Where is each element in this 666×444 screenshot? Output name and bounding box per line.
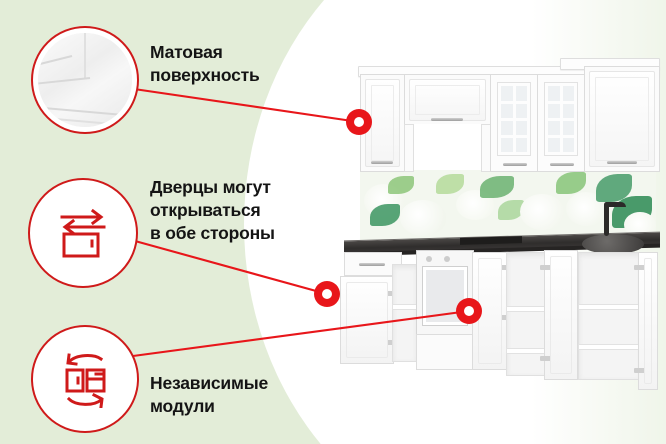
cabinet-handle xyxy=(550,163,574,166)
mullion-horizontal xyxy=(548,134,574,138)
base-cavity-sink xyxy=(578,252,642,380)
marker-base-cabinet-center[interactable] xyxy=(456,298,482,324)
leaf xyxy=(436,174,464,194)
door-swap-icon xyxy=(60,208,106,258)
mullion-horizontal xyxy=(501,117,527,121)
round-sink xyxy=(582,234,644,254)
upper-cabinet-wide xyxy=(584,66,660,172)
mullion-horizontal xyxy=(501,134,527,138)
independent-modules-icon xyxy=(65,353,106,408)
oven-knob xyxy=(426,256,432,262)
open-door-center-right xyxy=(540,250,578,380)
cabinet-edge-line xyxy=(84,33,86,79)
oven-knob xyxy=(444,256,450,262)
cabinet-handle xyxy=(431,118,463,121)
upper-cabinet-glass-left xyxy=(490,74,538,172)
drawer-handle xyxy=(359,263,385,266)
kitchen-set-photo xyxy=(336,52,660,404)
callout-bubble-independent-modules[interactable] xyxy=(31,325,139,433)
upper-cabinet-hood xyxy=(404,74,491,126)
door-hinge xyxy=(634,368,645,373)
glass-pane xyxy=(544,82,578,156)
built-in-oven xyxy=(416,250,474,336)
door-hinge xyxy=(540,356,551,361)
door-hinge xyxy=(540,265,551,270)
oven-housing xyxy=(416,334,474,370)
cabinet-panel-face xyxy=(409,79,486,121)
callout-label-doors-both-ways: Дверцы могут открываться в обе стороны xyxy=(150,177,275,243)
mullion-horizontal xyxy=(548,117,574,121)
mullion-horizontal xyxy=(548,100,574,104)
door-hinge xyxy=(634,265,645,270)
open-door-right xyxy=(634,252,658,390)
leaf xyxy=(480,176,514,198)
marker-base-cabinet-left[interactable] xyxy=(314,281,340,307)
faucet-spout xyxy=(604,202,626,207)
connector-line-1 xyxy=(133,87,360,124)
callout-bubble-doors-both-ways[interactable] xyxy=(28,178,138,288)
leaf xyxy=(388,176,414,194)
mullion-horizontal xyxy=(501,100,527,104)
matte-surface-photo xyxy=(38,33,132,127)
cabinet-handle xyxy=(371,161,393,164)
connector-line-2 xyxy=(134,239,328,296)
leaf xyxy=(370,204,400,226)
cabinet-handle xyxy=(503,163,527,166)
cabinet-panel-face xyxy=(589,71,655,167)
flower xyxy=(520,194,564,230)
glass-pane xyxy=(497,82,531,156)
hood-side-left xyxy=(404,124,414,172)
cabinet-handle xyxy=(607,161,637,164)
connector-line-3 xyxy=(132,309,470,358)
leaf xyxy=(498,200,524,220)
marker-upper-cabinet[interactable] xyxy=(346,109,372,135)
flower xyxy=(400,200,446,236)
faucet xyxy=(604,204,609,236)
leaf xyxy=(556,172,586,194)
callout-bubble-matte-surface[interactable] xyxy=(31,26,139,134)
upper-cabinet-glass-right xyxy=(537,74,585,172)
callout-label-independent-modules: Независимые модули xyxy=(150,373,269,416)
callout-label-matte-surface: Матовая поверхность xyxy=(150,42,260,85)
